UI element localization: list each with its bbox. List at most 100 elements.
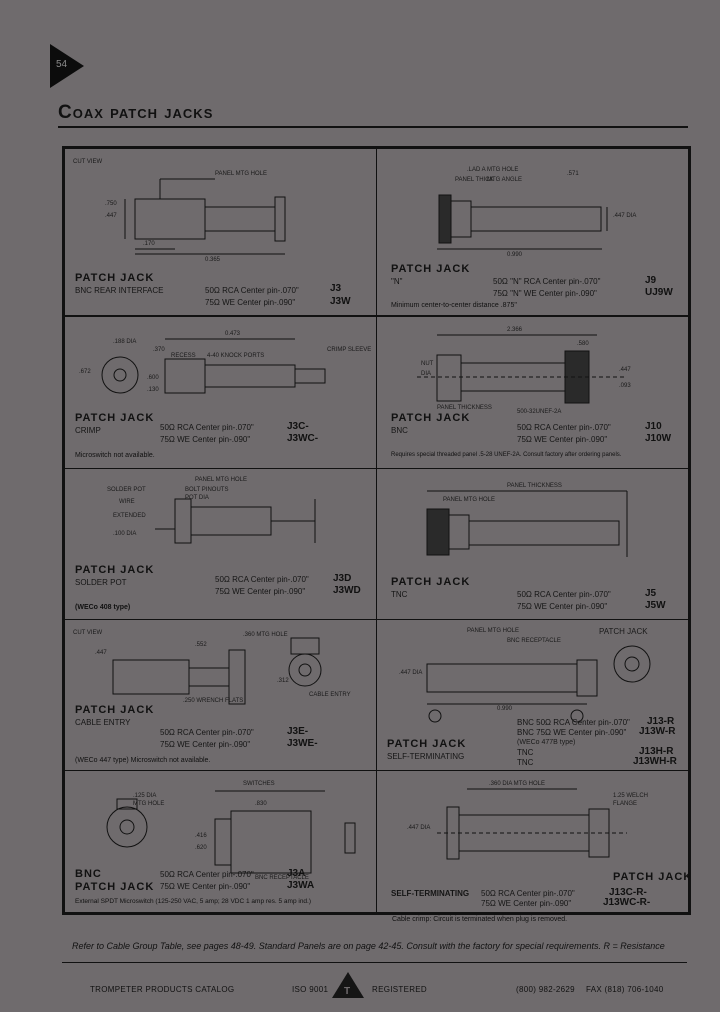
spec-line: 50Ω RCA Center pin-.070" — [517, 423, 611, 432]
part-code: J3WE- — [287, 738, 318, 749]
dim-label: .416 — [195, 833, 207, 839]
dim-label: 0.990 — [497, 706, 513, 712]
product-cell: .360 DIA MTG HOLE 1.25 WELCH FLANGE .447… — [376, 770, 689, 913]
dim-label: 2.366 — [507, 327, 523, 333]
part-code: J3WA — [287, 880, 315, 891]
dim-label: PANEL THICK — [455, 177, 494, 183]
part-code: J13-R — [647, 716, 675, 727]
dim-label: CUT VIEW — [73, 159, 103, 165]
cell-note: Requires special threaded panel .5-28 UN… — [391, 452, 622, 458]
dim-label: 4-40 KNOCK PORTS — [207, 353, 265, 359]
page-tab — [50, 44, 84, 88]
dim-label: .360 MTG HOLE — [243, 632, 288, 638]
phone-number: (800) 982-2629 — [516, 985, 575, 994]
part-code: J10 — [645, 421, 662, 432]
spec-line: TNC — [517, 748, 534, 757]
spec-line: 75Ω WE Center pin-.090" — [517, 435, 608, 444]
dim-label: .447 — [95, 650, 107, 656]
dim-label: .170 — [143, 241, 155, 247]
product-subheading: CRIMP — [75, 426, 101, 435]
product-cell: PANEL MTG HOLE PANEL THICKNESS PATCH JAC… — [376, 468, 689, 620]
part-code: J9 — [645, 275, 657, 286]
product-subheading: BNC — [391, 426, 408, 435]
cell-note: External SPDT Microswitch (125-250 VAC, … — [75, 898, 312, 905]
page-number: 54 — [56, 59, 68, 70]
product-cell: .LAD A MTG HOLE PANEL THICK MTG ANGLE .5… — [376, 148, 689, 316]
dim-label: BNC RECEPTACLE — [507, 638, 561, 644]
spec-line: 50Ω RCA Center pin-.070" — [517, 590, 611, 599]
dim-label: NUT — [421, 361, 434, 367]
dim-label: 1.25 WELCH — [613, 793, 649, 799]
dim-label: EXTENDED — [113, 513, 146, 519]
part-code: J5 — [645, 588, 657, 599]
dim-label: .447 — [619, 367, 631, 373]
dim-label: .LAD A MTG HOLE — [467, 167, 519, 173]
dim-label: PANEL MTG HOLE — [215, 171, 268, 177]
cell-note: (WECo 408 type) — [75, 604, 131, 611]
dim-label: MTG ANGLE — [487, 177, 523, 183]
spec-line: 75Ω "N" WE Center pin-.090" — [493, 289, 597, 298]
fax-number: FAX (818) 706-1040 — [586, 985, 664, 994]
product-cell: .188 DIA .370 0.473 RECESS 4-40 KNOCK PO… — [64, 316, 377, 469]
dim-label: CABLE ENTRY — [309, 692, 351, 698]
dim-label: .600 — [147, 375, 159, 381]
product-subheading: "N" — [391, 277, 403, 286]
part-code: J13WC-R- — [603, 897, 651, 908]
dim-label: .447 DIA — [399, 670, 423, 676]
dim-label: .447 DIA — [407, 825, 431, 831]
dim-label: .093 — [619, 383, 631, 389]
dim-label: 0.473 — [225, 331, 241, 337]
footer-rule — [62, 962, 687, 963]
dim-label: .750 — [105, 201, 117, 207]
part-code: J5W — [645, 600, 666, 611]
spec-line: 75Ω WE Center pin-.090" — [160, 435, 251, 444]
dim-label: FLANGE — [613, 801, 638, 807]
product-heading: PATCH JACK — [75, 704, 155, 716]
dim-label: .830 — [255, 801, 267, 807]
part-code: J3WD — [333, 585, 361, 596]
dim-label: CUT VIEW — [73, 630, 103, 636]
jack-drawing — [155, 498, 316, 544]
jack-drawing — [437, 194, 608, 250]
title-rule — [58, 126, 688, 128]
jack-drawing — [417, 334, 627, 404]
part-code: J3A — [287, 868, 306, 879]
part-code: J3 — [330, 283, 342, 294]
dim-label: 500-32UNEF-2A — [517, 409, 562, 415]
dim-label: BNC RECEPTACLE — [255, 875, 309, 881]
iso-label: ISO 9001 — [292, 985, 329, 994]
product-heading: PATCH JACK — [75, 272, 155, 284]
spec-line: 50Ω "N" RCA Center pin-.070" — [493, 277, 601, 286]
dim-label: 0.365 — [205, 257, 221, 263]
product-cell: CUT VIEW .750 .447 .170 PANEL MTG HOLE 0… — [64, 148, 377, 316]
dim-label: .100 DIA — [113, 531, 137, 537]
part-code: J3D — [333, 573, 352, 584]
cell-note: Minimum center-to-center distance .875" — [391, 302, 517, 309]
jack-drawing — [437, 788, 627, 860]
part-code: J13W-R — [639, 726, 676, 737]
catalog-name: TROMPETER PRODUCTS CATALOG — [90, 985, 235, 994]
part-code: J3C- — [287, 421, 309, 432]
part-code: J13H-R — [639, 746, 674, 757]
dim-label: .672 — [79, 369, 91, 375]
product-subheading: SELF-TERMINATING — [387, 752, 465, 761]
spec-line: BNC 75Ω WE Center pin-.090" — [517, 728, 627, 737]
part-code: J13WH-R — [633, 756, 677, 767]
spec-line: 50Ω RCA Center pin-.070" — [160, 728, 254, 737]
spec-line: 75Ω WE Center pin-.090" — [215, 587, 306, 596]
dim-label: BOLT PINOUTS — [185, 487, 229, 493]
part-code: J10W — [645, 433, 672, 444]
trompeter-logo-icon — [332, 972, 364, 998]
dim-label: .312 — [277, 678, 289, 684]
product-grid: CUT VIEW .750 .447 .170 PANEL MTG HOLE 0… — [62, 146, 691, 915]
dim-label: .370 — [153, 347, 165, 353]
jack-drawing — [106, 790, 356, 874]
product-subheading: SOLDER POT — [75, 578, 127, 587]
dim-label: SOLDER POT — [107, 487, 146, 493]
dim-label: PANEL THICKNESS — [437, 405, 492, 411]
spec-line: 75Ω WE Center pin-.090" — [205, 298, 296, 307]
part-code: J3E- — [287, 726, 309, 737]
dim-label: POT DIA — [185, 495, 209, 501]
dim-label: PANEL THICKNESS — [507, 483, 562, 489]
dim-label: .571 — [567, 171, 579, 177]
